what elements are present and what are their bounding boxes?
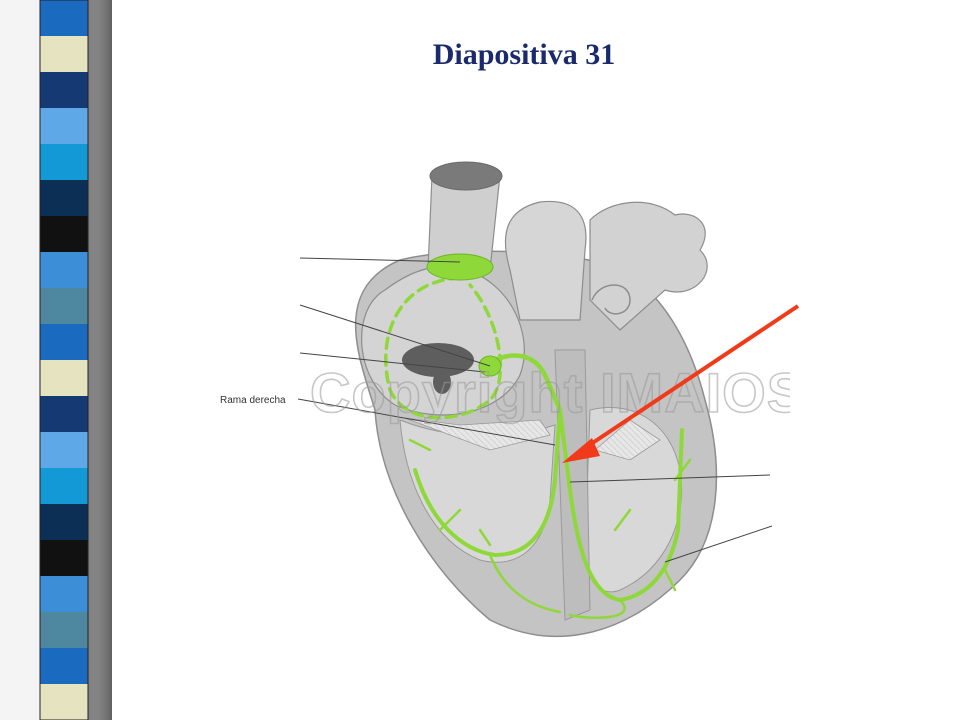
leader-lines	[297, 257, 773, 563]
strip-cell	[40, 0, 88, 36]
strip-cell	[40, 36, 88, 72]
strip-cell	[40, 72, 88, 108]
strip-cell	[40, 540, 88, 576]
strip-cell	[40, 216, 88, 252]
right-bundle-branch	[413, 408, 562, 558]
sinoatrial-node	[426, 253, 494, 281]
vena-cava-opening	[429, 161, 503, 191]
strip-cell	[40, 648, 88, 684]
mitral-valve	[594, 419, 661, 461]
strip-cell	[40, 108, 88, 144]
strip-cell	[40, 468, 88, 504]
purkinje-fibers-right	[408, 438, 562, 614]
valve-curl	[591, 284, 631, 315]
copyright-watermark: Copyright IMAIOS	[310, 361, 790, 424]
heart-conduction-diagram: Rama derecha Copyright IMAIOS	[220, 161, 790, 638]
strip-cell	[40, 576, 88, 612]
aorta	[504, 200, 587, 321]
strip-cell	[40, 504, 88, 540]
strip-cell	[40, 324, 88, 360]
strip-cell	[40, 252, 88, 288]
strip-cell	[40, 180, 88, 216]
tendon-node	[433, 370, 451, 394]
strip-cell	[40, 396, 88, 432]
strip-cell	[40, 360, 88, 396]
strip-cell	[40, 144, 88, 180]
strip-cell	[40, 288, 88, 324]
conduction-system	[384, 276, 692, 619]
pulmonary-trunk	[589, 201, 708, 331]
tricuspid-valve	[404, 417, 551, 451]
internodal-pathway	[384, 276, 503, 420]
strip-cell	[40, 612, 88, 648]
decorative-left-strip	[0, 0, 112, 720]
purkinje-fibers-left	[568, 458, 692, 619]
red-arrow-icon	[562, 304, 800, 463]
right-bundle-branch-label: Rama derecha	[220, 395, 286, 406]
strip-cell	[40, 432, 88, 468]
strip-cell	[40, 684, 88, 720]
slide-title: Diapositiva 31	[432, 38, 616, 71]
coronary-sinus	[402, 343, 474, 377]
